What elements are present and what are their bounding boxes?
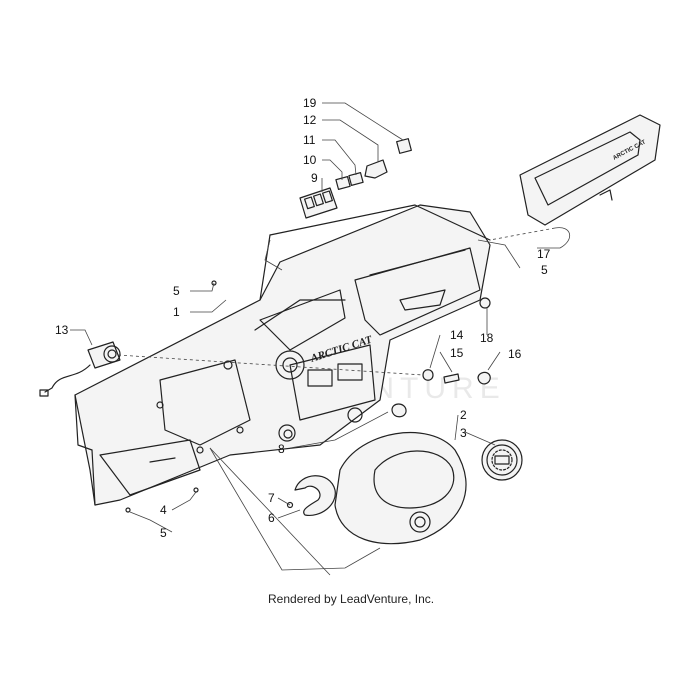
callout-15: 15 [450, 346, 464, 360]
clip-4 [193, 487, 199, 493]
callout-5-right: 5 [541, 263, 548, 277]
plug-18 [479, 297, 491, 309]
callout-12: 12 [303, 113, 317, 127]
gauge-bezel [334, 431, 467, 545]
callout-7: 7 [268, 491, 275, 505]
dash-top-cover: ARCTIC CAT [519, 114, 661, 226]
switch-stack [299, 138, 412, 219]
nut-14 [422, 369, 434, 381]
callout-2: 2 [460, 408, 467, 422]
key-switch [39, 341, 121, 397]
render-credit: Rendered by LeadVenture, Inc. [268, 592, 434, 606]
callout-3: 3 [460, 426, 467, 440]
callout-10: 10 [303, 153, 317, 167]
callout-4: 4 [160, 503, 167, 517]
screw-7 [286, 501, 294, 509]
callout-18: 18 [480, 331, 494, 345]
callout-19: 19 [303, 96, 317, 110]
callout-11: 11 [303, 133, 316, 147]
screw-5c [125, 507, 131, 513]
gauge-bracket [294, 475, 336, 517]
speedometer-gauge [481, 439, 523, 481]
callout-16: 16 [508, 347, 522, 361]
callout-5-bottom: 5 [160, 526, 167, 540]
callout-6: 6 [268, 511, 275, 525]
dash-panel: ARCTIC CAT [74, 204, 491, 506]
callout-8: 8 [278, 442, 285, 456]
callout-14: 14 [450, 328, 464, 342]
callout-labels: 19 12 11 10 9 17 5 5 1 13 18 14 15 16 2 … [55, 96, 551, 540]
callout-1: 1 [173, 305, 180, 319]
knob-16 [477, 371, 491, 385]
indicator-light-8 [391, 403, 407, 418]
leader-lines [70, 102, 570, 576]
callout-17: 17 [537, 247, 551, 261]
screw-5a [211, 280, 217, 286]
indicator-light-8b [283, 429, 293, 439]
callout-5-left: 5 [173, 284, 180, 298]
callout-13: 13 [55, 323, 69, 337]
callout-9: 9 [311, 171, 318, 185]
knob-stem-15 [443, 373, 460, 384]
